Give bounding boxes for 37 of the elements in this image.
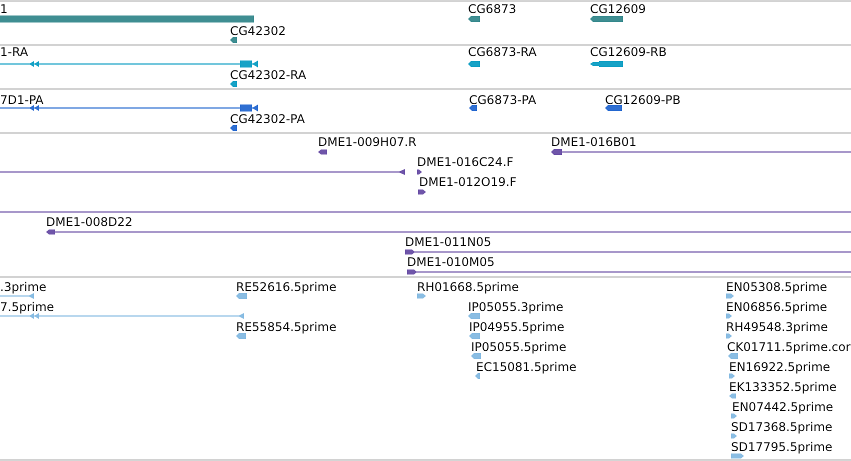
feature-label: DME1-016B01 xyxy=(551,136,637,148)
feature-label: CG42302 xyxy=(230,24,286,36)
feature-label: CG42302-PA xyxy=(230,112,305,124)
feature-label: DME1-016C24.F xyxy=(417,156,514,168)
feature-label: CG12609 xyxy=(590,3,646,15)
feature-label: EN05308.5prime xyxy=(726,280,828,292)
feature-label: CG42302-RA xyxy=(230,68,306,80)
feature-label: SD17368.5prime xyxy=(731,420,832,432)
feature-label: EN07442.5prime xyxy=(732,400,834,412)
feature-label: DME1-010M05 xyxy=(407,256,495,268)
feature-label: EN16922.5prime xyxy=(729,360,830,372)
feature-label: CG6873-PA xyxy=(469,94,536,106)
feature-label: EK133352.5prime xyxy=(729,380,837,392)
feature-label: DME1-012O19.F xyxy=(419,176,516,188)
feature-label: CG12609-RB xyxy=(590,46,667,58)
feature-label: IP05055.5prime xyxy=(471,340,566,352)
feature-label: DME1-008D22 xyxy=(46,216,133,228)
feature-label: 1 xyxy=(0,3,8,15)
feature-label: EC15081.5prime xyxy=(476,360,577,372)
feature-label: IP05055.3prime xyxy=(468,300,564,312)
feature-label: RH49548.3prime xyxy=(726,320,828,332)
feature-label: RE55854.5prime xyxy=(236,320,336,332)
feature-label: DME1-009H07.R xyxy=(318,136,416,148)
feature-label: CK01711.5prime.cor xyxy=(727,340,851,352)
feature-label: 7D1-PA xyxy=(0,94,44,106)
feature-label: DME1-011N05 xyxy=(405,236,492,248)
feature-label: RH01668.5prime xyxy=(417,280,519,292)
feature-label: CG6873 xyxy=(468,3,516,15)
feature-label: RE52616.5prime xyxy=(236,280,336,292)
feature-label: CG6873-RA xyxy=(468,46,537,58)
feature-label: IP04955.5prime xyxy=(469,320,564,332)
feature-label: 7.5prime xyxy=(0,300,54,312)
feature-label: .3prime xyxy=(0,280,46,292)
feature-label: CG12609-PB xyxy=(605,94,681,106)
feature-label: 1-RA xyxy=(0,46,28,58)
feature-label: EN06856.5prime xyxy=(726,300,828,312)
feature-label: SD17795.5prime xyxy=(731,440,832,452)
